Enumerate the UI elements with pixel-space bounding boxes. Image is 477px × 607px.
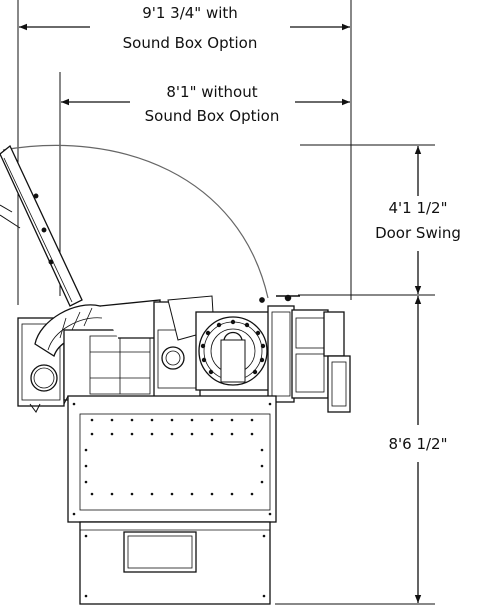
flywheel-bolts [200, 319, 266, 375]
label-width-without-line2: Sound Box Option [145, 107, 280, 125]
label-width-with-line2: Sound Box Option [123, 34, 258, 52]
extension-lines [17, 0, 435, 605]
machine-body [17, 294, 351, 413]
door-swing-arc [2, 144, 269, 299]
label-length: 8'6 1/2" [388, 435, 447, 453]
label-width-with-line1: 9'1 3/4" with [142, 4, 238, 22]
label-door-swing-line2: Door Swing [375, 224, 461, 242]
dimension-labels: 9'1 3/4" with Sound Box Option 8'1" with… [123, 4, 461, 453]
fuel-tank-rivets [72, 402, 272, 516]
swung-door [0, 144, 83, 307]
dimension-lines [19, 23, 422, 603]
label-door-swing-line1: 4'1 1/2" [388, 199, 447, 217]
base-frame [67, 395, 277, 605]
control-box [323, 311, 345, 357]
label-width-without-line1: 8'1" without [166, 83, 257, 101]
